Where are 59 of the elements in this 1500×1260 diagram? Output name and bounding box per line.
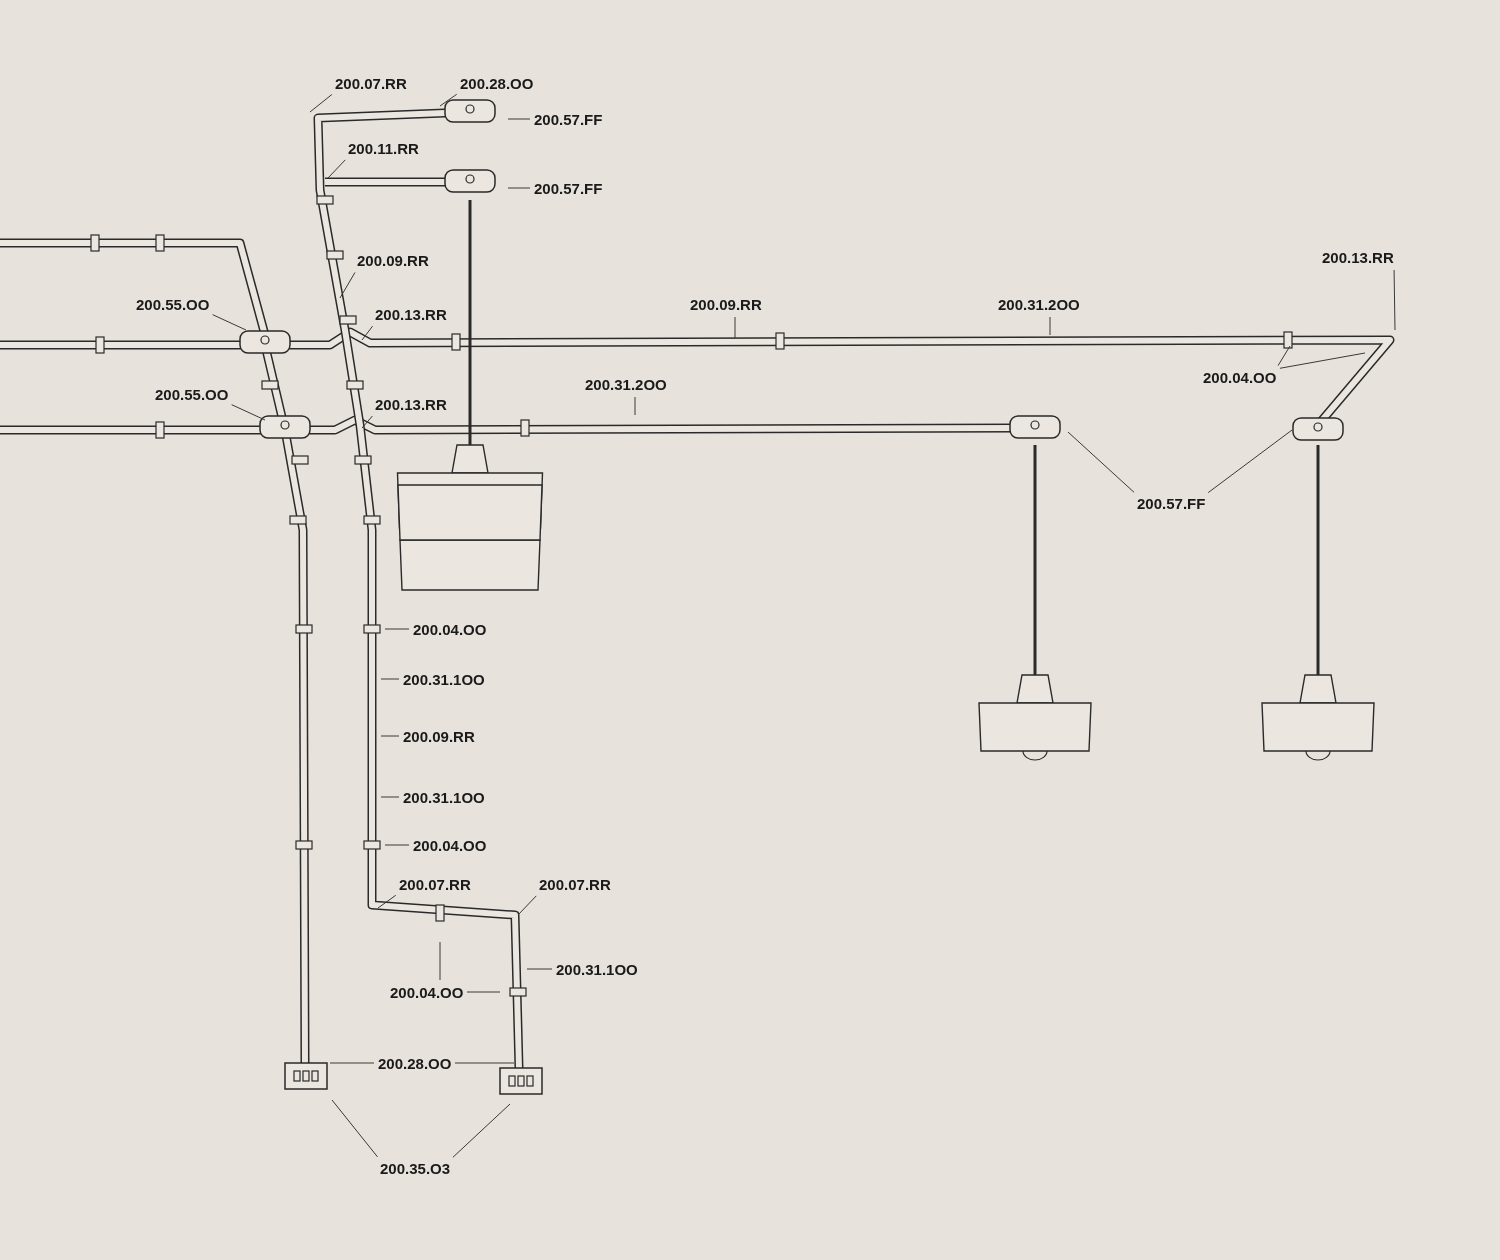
leader-line — [327, 159, 346, 179]
leader-line — [361, 325, 374, 341]
leader-line — [452, 1103, 511, 1158]
callout-number: 200.04.OO — [413, 621, 487, 638]
leader-line — [1393, 269, 1396, 331]
leader-line — [517, 895, 537, 916]
leader-line — [1049, 316, 1051, 336]
callout-number: 200.55.OO — [136, 296, 210, 313]
leader-line — [734, 316, 736, 339]
callout-number: 200.35.O3 — [380, 1160, 451, 1177]
leader-line — [380, 678, 400, 680]
callout-number: 200.07.RR — [335, 75, 407, 92]
leader-line — [309, 94, 333, 113]
callout-number: 200.31.2OO — [998, 296, 1080, 313]
leader-line — [231, 404, 266, 421]
callout-number: 200.31.1OO — [403, 789, 485, 806]
leader-line — [361, 415, 373, 429]
leader-line — [380, 796, 400, 798]
callout-number: 200.09.RR — [403, 728, 475, 745]
callout-number: 200.04.OO — [1203, 369, 1277, 386]
leader-line — [439, 941, 441, 981]
callout-number: 200.31.2OO — [585, 376, 667, 393]
callout-number: 200.57.FF — [534, 180, 603, 197]
callout-number: 200.09.RR — [357, 252, 429, 269]
callout-number: 200.57.FF — [534, 111, 603, 128]
callout-number: 200.31.1OO — [556, 961, 638, 978]
callout-number: 200.04.OO — [390, 984, 464, 1001]
leader-line — [507, 187, 531, 189]
callout-number: 200.28.OO — [378, 1055, 452, 1072]
callout-number: 200.13.RR — [1322, 249, 1394, 266]
leader-line — [454, 1062, 515, 1064]
leader-line — [1279, 352, 1366, 369]
leader-line — [1277, 345, 1291, 367]
leader-line — [1067, 431, 1135, 493]
leader-line — [339, 271, 356, 299]
callout-number: 200.09.RR — [690, 296, 762, 313]
leader-line — [439, 93, 458, 107]
leader-line — [466, 991, 501, 993]
leader-line — [526, 968, 553, 970]
callout-number: 200.07.RR — [539, 876, 611, 893]
callout-number: 200.31.1OO — [403, 671, 485, 688]
leader-line — [377, 894, 397, 909]
callout-number: 200.13.RR — [375, 306, 447, 323]
callout-number: 200.11.RR — [348, 140, 419, 157]
leader-line — [1207, 429, 1293, 494]
callout-number: 200.57.FF — [1137, 495, 1206, 512]
leader-line — [384, 628, 410, 630]
leader-line — [507, 118, 531, 120]
callout-number: 200.55.OO — [155, 386, 229, 403]
leader-line — [212, 314, 247, 331]
callout-number: 200.07.RR — [399, 876, 471, 893]
callout-number: 200.28.OO — [460, 75, 534, 92]
leader-line — [634, 396, 636, 416]
leader-line — [380, 735, 400, 737]
leader-line — [384, 844, 410, 846]
callout-number: 200.13.RR — [375, 396, 447, 413]
leader-line — [329, 1062, 375, 1064]
leader-line — [331, 1099, 378, 1158]
callout-number: 200.04.OO — [413, 837, 487, 854]
